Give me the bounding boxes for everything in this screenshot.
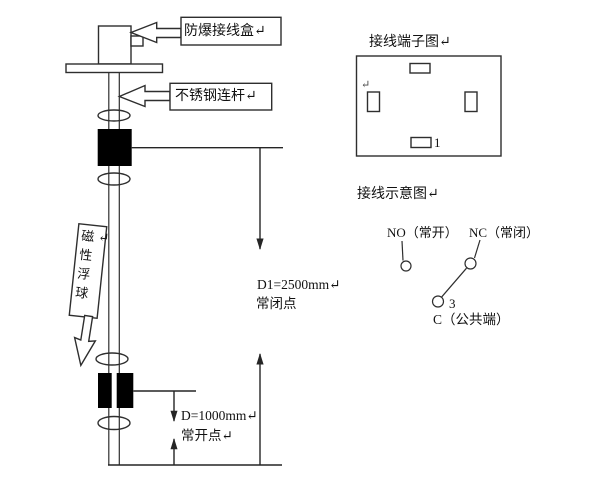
terminal-right [464, 91, 478, 113]
up-arrowhead-icon [256, 353, 264, 365]
d1-dimension-value: D1=2500mm↵ [257, 277, 341, 292]
dimension-lines [108, 146, 283, 466]
nc-contact [464, 257, 477, 270]
no-lead [401, 240, 404, 261]
level-switch-assembly [65, 25, 164, 465]
rod-label: 不锈钢连杆↵ [175, 89, 257, 104]
flange [65, 63, 164, 74]
stop-ring-3 [95, 352, 129, 366]
callouts [68, 16, 282, 368]
terminal-3-number: 3 [449, 296, 456, 311]
d1-dimension-note: 常闭点 [256, 296, 297, 311]
terminal-bottom [410, 136, 432, 149]
d1-dimension-arrow-up [256, 353, 264, 465]
d-dimension-arrow-down [170, 391, 178, 422]
down-arrowhead-icon [256, 238, 264, 250]
paragraph-mark: ↵ [361, 79, 371, 91]
stop-ring-2 [97, 172, 131, 186]
d-dimension-arrow-up [170, 438, 178, 465]
rod-callout-arrow-icon [117, 84, 171, 108]
junction-box [97, 25, 132, 65]
up-arrowhead-icon [170, 438, 178, 450]
junction-box-callout-frame [180, 16, 282, 46]
switch-blade [441, 267, 467, 298]
lower-float-rod-gap [111, 372, 117, 409]
float-callout-frame [68, 223, 108, 319]
wiring-schematic-linework [400, 239, 481, 308]
terminal-top [409, 62, 431, 74]
stop-ring-1 [97, 109, 131, 122]
d-dimension-value: D=1000mm↵ [181, 408, 258, 423]
terminal-1-number: 1 [434, 135, 441, 150]
d-dimension-note: 常开点↵ [181, 428, 233, 443]
no-contact-label: NO（常开） [387, 225, 458, 240]
terminal-left [366, 91, 381, 113]
stop-ring-4 [97, 415, 131, 431]
down-arrowhead-icon [170, 410, 178, 422]
float-callout-arrow-down-icon [73, 314, 97, 368]
common-contact [431, 295, 445, 308]
d1-dimension-arrow-down [256, 147, 264, 250]
common-terminal-label: C（公共端） [433, 312, 510, 327]
nc-lead [473, 239, 481, 259]
wiring-diagram-title: 接线示意图↵ [357, 187, 439, 202]
no-contact [400, 260, 412, 272]
junction-box-label: 防爆接线盒↵ [184, 24, 266, 39]
rod-callout-frame [169, 82, 273, 111]
terminal-diagram-linework [355, 55, 502, 157]
conduit-port [130, 35, 144, 47]
upper-float-magnet [97, 129, 132, 166]
terminal-diagram-title: 接线端子图↵ [369, 35, 451, 50]
nc-contact-label: NC（常闭） [469, 225, 540, 240]
